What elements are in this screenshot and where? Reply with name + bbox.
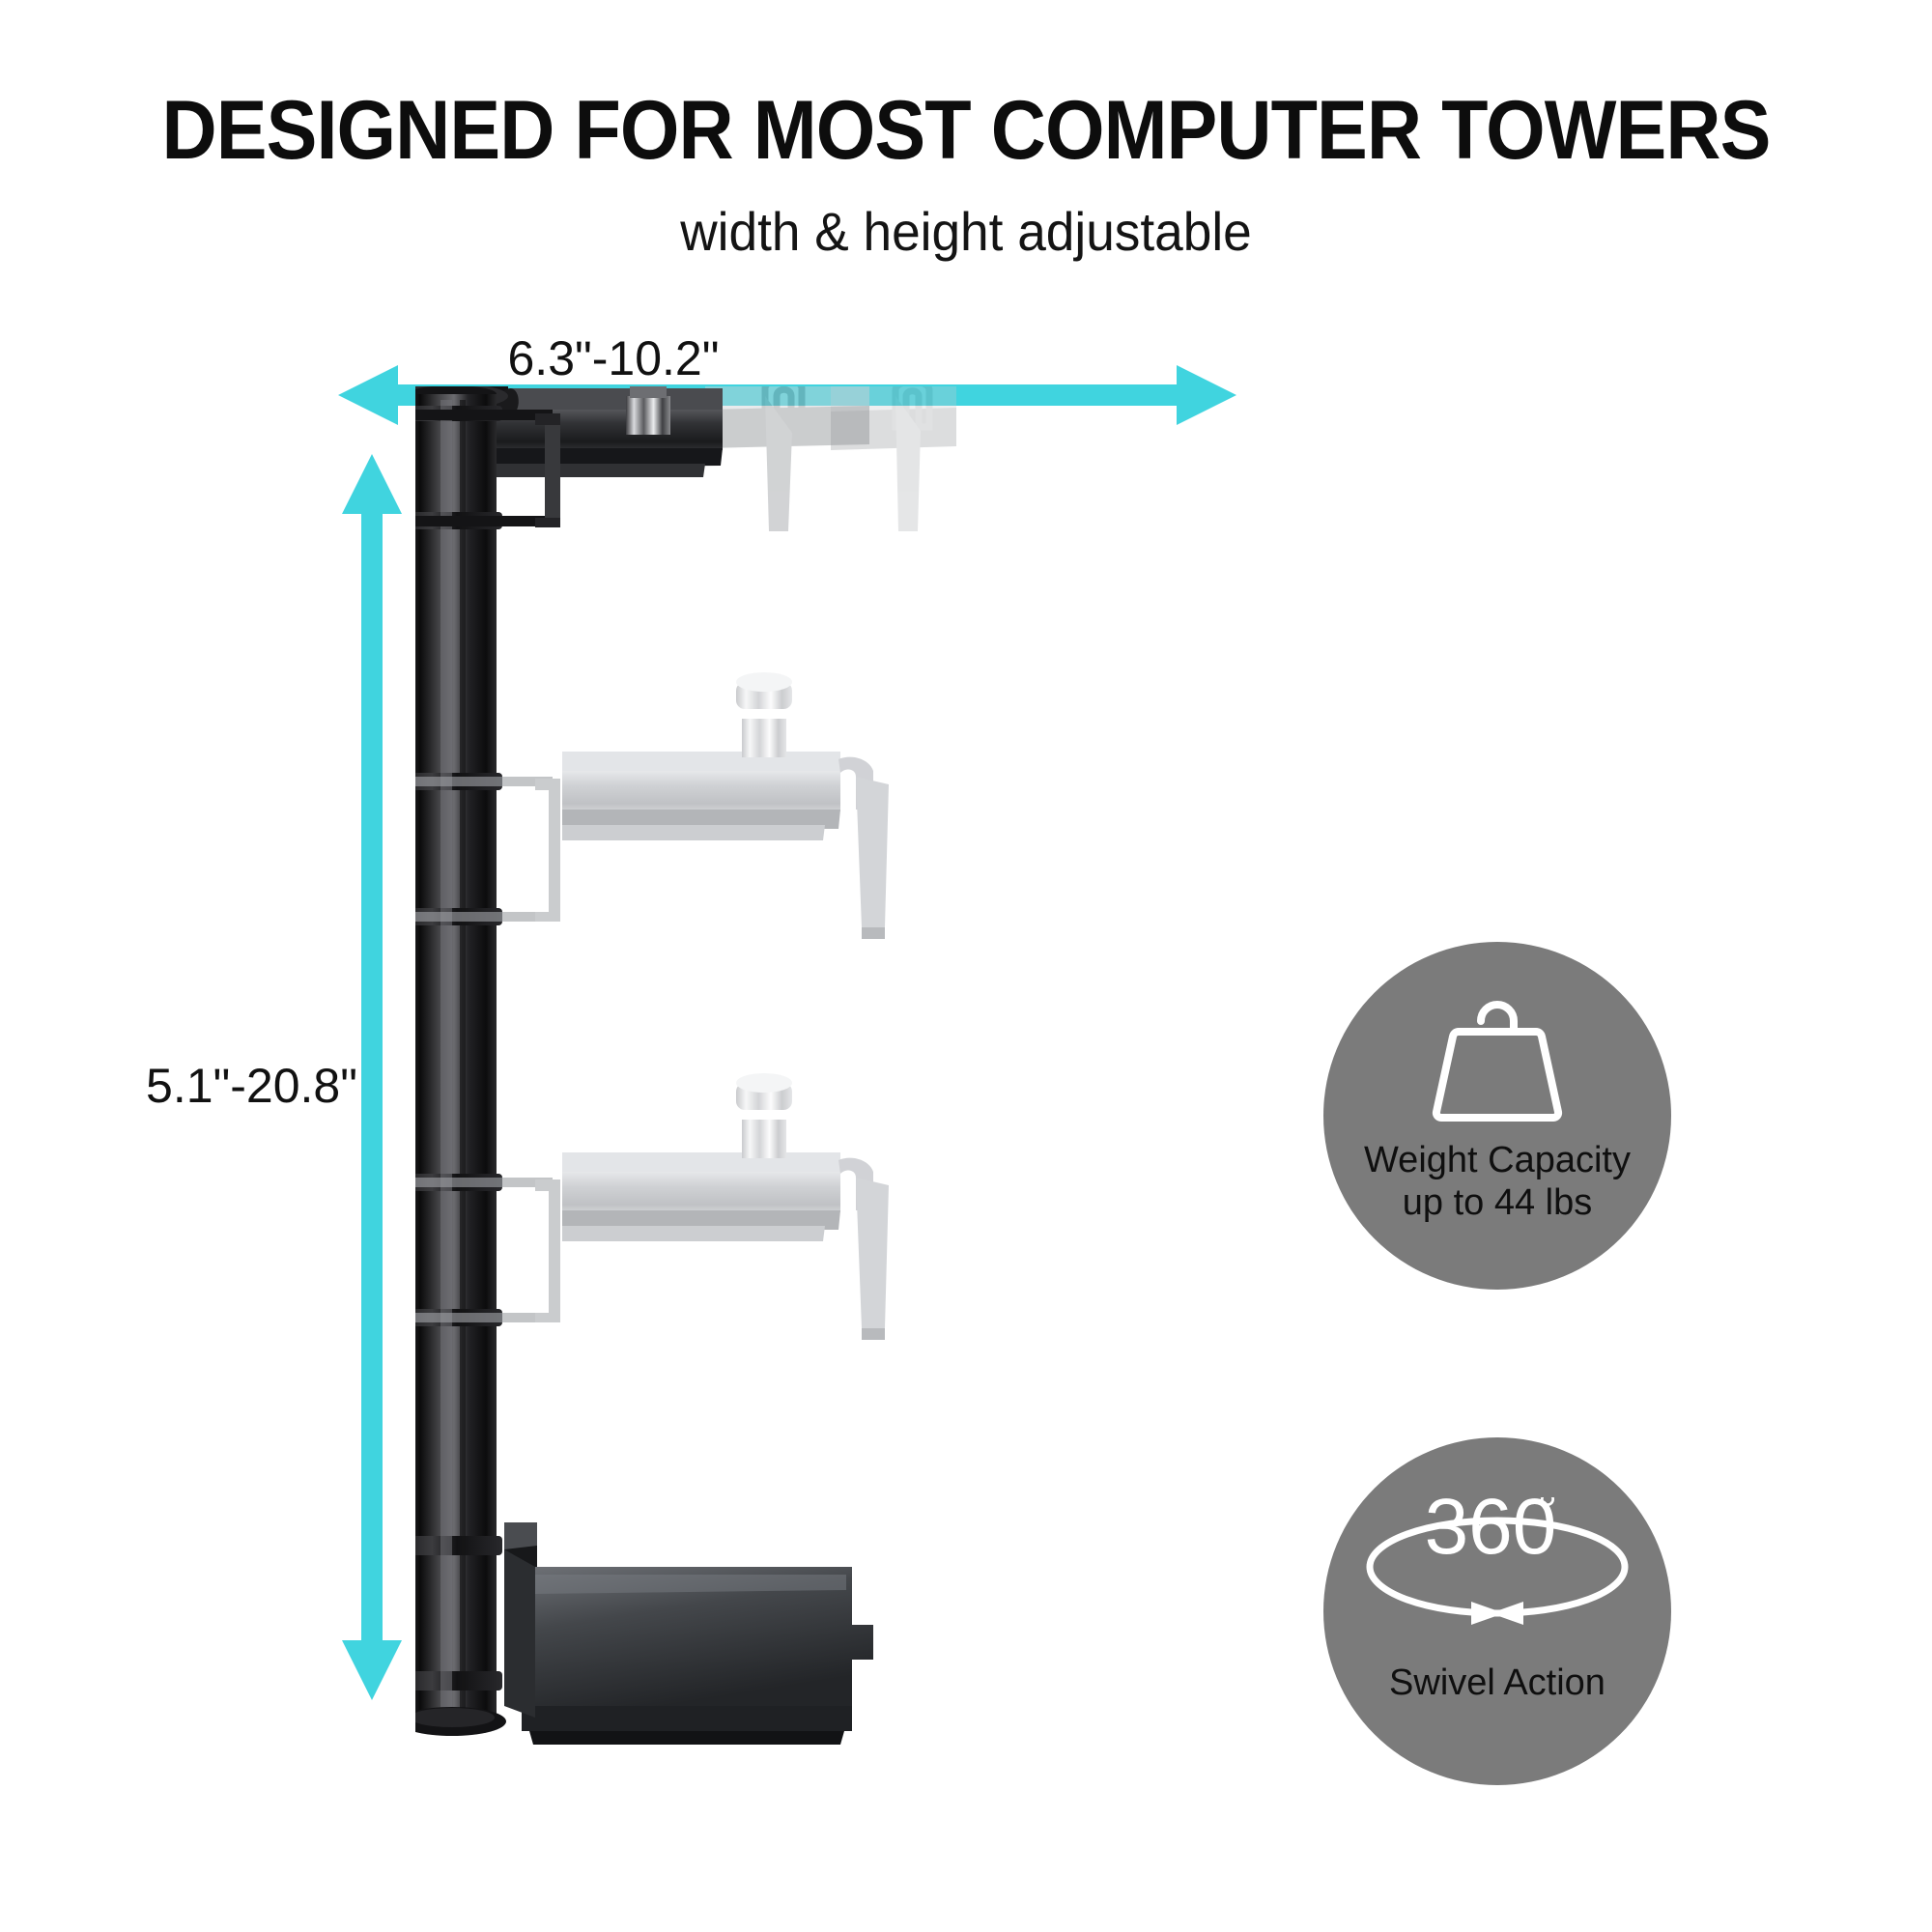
adjustment-knob[interactable] bbox=[621, 386, 676, 435]
rotation-value: 360 bbox=[1425, 1497, 1557, 1571]
top-bracket-clamp bbox=[415, 410, 560, 527]
width-dimension-label: 6.3"-10.2" bbox=[507, 331, 720, 385]
page-subtitle: width & height adjustable bbox=[680, 201, 1252, 262]
product-illustration bbox=[415, 386, 956, 1745]
badge-swivel-caption: Swivel Action bbox=[1389, 1662, 1605, 1704]
rotation-360-icon: 360 ° bbox=[1357, 1497, 1637, 1642]
adjustment-knob[interactable] bbox=[736, 672, 792, 757]
top-support-arm bbox=[466, 386, 956, 531]
height-dimension-label: 5.1"-20.8" bbox=[146, 1059, 357, 1113]
badge-swivel-action: 360 ° Swivel Action bbox=[1323, 1437, 1671, 1785]
badge-weight-caption: Weight Capacity up to 44 lbs bbox=[1364, 1139, 1631, 1225]
vertical-black-pole bbox=[415, 394, 506, 1736]
adjustment-knob[interactable] bbox=[736, 1073, 792, 1158]
badge-weight-caption-line2: up to 44 lbs bbox=[1402, 1182, 1593, 1224]
weight-icon bbox=[1406, 988, 1589, 1133]
middle-support-arm-ghost bbox=[415, 672, 889, 939]
badge-weight-caption-line1: Weight Capacity bbox=[1364, 1140, 1631, 1180]
base-platform-tray bbox=[504, 1522, 873, 1745]
svg-text:°: ° bbox=[1538, 1497, 1557, 1537]
page-title: DESIGNED FOR MOST COMPUTER TOWERS bbox=[161, 84, 1772, 177]
double-arrow-vertical-icon bbox=[342, 454, 402, 1700]
badge-swivel-caption-line1: Swivel Action bbox=[1389, 1662, 1605, 1703]
lower-support-arm-ghost bbox=[415, 1073, 889, 1340]
badge-weight-capacity: Weight Capacity up to 44 lbs bbox=[1323, 942, 1671, 1290]
header: DESIGNED FOR MOST COMPUTER TOWERS width … bbox=[0, 0, 1932, 259]
